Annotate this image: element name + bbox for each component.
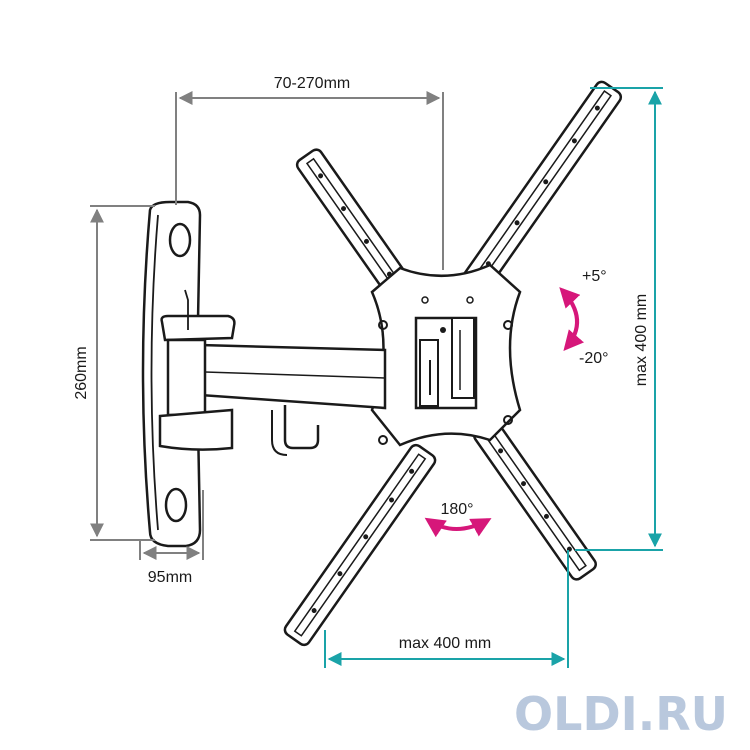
tilt-down-label: -20° bbox=[579, 350, 609, 367]
rotation-label: 180° bbox=[440, 501, 473, 518]
rotation-arrow: 180° bbox=[424, 501, 492, 538]
vesa-width-label: max 400 mm bbox=[399, 635, 491, 652]
watermark-logo: OLDI.RU bbox=[514, 687, 728, 741]
vesa-arm-bottom-right bbox=[473, 419, 597, 581]
wall-plate-height-label: 260mm bbox=[73, 346, 90, 399]
dimension-vesa-width: max 400 mm bbox=[324, 550, 569, 668]
vesa-arm-bottom-left bbox=[283, 443, 437, 647]
dimension-arm-extension: 70-270mm bbox=[175, 75, 444, 270]
tilt-arrow: +5° -20° bbox=[559, 268, 609, 367]
articulating-arm bbox=[198, 343, 387, 456]
tilt-up-label: +5° bbox=[582, 268, 607, 285]
wall-plate bbox=[141, 200, 236, 548]
wall-plate-depth-label: 95mm bbox=[148, 569, 192, 586]
dimension-wall-plate-depth: 95mm bbox=[139, 490, 204, 586]
dimension-vesa-height: max 400 mm bbox=[575, 87, 663, 551]
vesa-height-label: max 400 mm bbox=[633, 294, 650, 386]
arm-extension-label: 70-270mm bbox=[274, 75, 350, 92]
vesa-center-plate bbox=[370, 263, 522, 447]
vesa-arm-top-left bbox=[295, 148, 415, 302]
dimension-wall-plate-height: 260mm bbox=[73, 205, 155, 541]
